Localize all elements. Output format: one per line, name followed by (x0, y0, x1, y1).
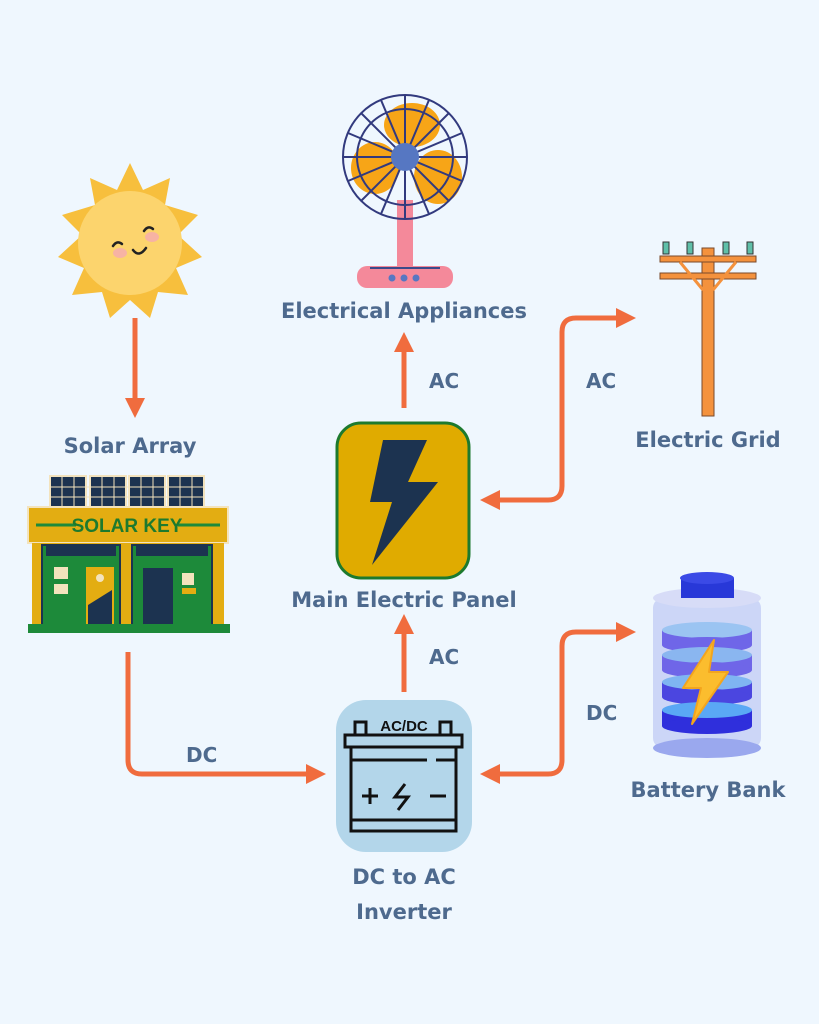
label-electric-grid: Electric Grid (635, 428, 781, 452)
edge-label-panel-appliances: AC (429, 369, 460, 393)
label-solar-array: Solar Array (63, 434, 197, 458)
sun-icon (58, 163, 202, 318)
fan-icon (342, 94, 468, 288)
main-panel-icon (335, 421, 471, 580)
label-main-panel: Main Electric Panel (291, 588, 517, 612)
solar-array-icon (27, 475, 230, 633)
label-inverter-line2: Inverter (356, 900, 452, 924)
inverter-icon-text: AC/DC (380, 718, 428, 735)
edge-label-solar-inverter: DC (186, 743, 218, 767)
battery-icon (653, 572, 761, 758)
edge-label-inverter-panel: AC (429, 645, 460, 669)
utility-pole-icon (659, 241, 757, 417)
edge-label-inverter-battery: DC (586, 701, 618, 725)
label-battery-bank: Battery Bank (630, 778, 786, 802)
arrow-panel-grid (480, 308, 636, 510)
arrow-inverter-battery (480, 622, 636, 784)
edge-label-panel-grid: AC (586, 369, 617, 393)
inverter-icon (336, 700, 472, 852)
label-appliances: Electrical Appliances (281, 299, 527, 323)
solar-sign-text: SOLAR KEY (72, 516, 183, 537)
arrow-solar-to-inverter (125, 652, 326, 784)
label-inverter-line1: DC to AC (352, 865, 456, 889)
